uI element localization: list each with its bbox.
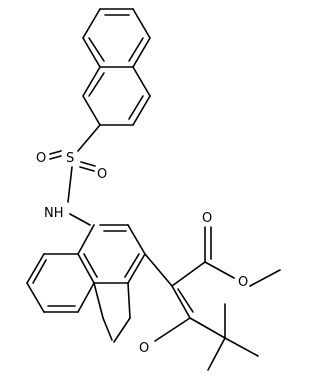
structure-svg: S O O NH O [26,8,281,371]
tert-butyl-group [189,303,259,371]
sulfonamide-group: S O O NH [36,124,107,221]
nh-label: NH [44,206,64,221]
furan-oxygen-label: O [139,341,149,356]
ester-carbonyl-oxygen-label: O [202,211,212,226]
oxygen-label-left: O [36,151,46,166]
molecule-drawing: S O O NH O [26,8,281,371]
oxygen-label-right: O [97,167,107,182]
naphthofuran-core: O [26,224,194,356]
sulfur-label: S [66,151,74,166]
methyl-ester-group: O O [171,211,281,290]
n-aryl-bond [69,213,91,226]
naphthalene-substituent [82,8,151,126]
ester-oxygen-label: O [238,275,248,290]
